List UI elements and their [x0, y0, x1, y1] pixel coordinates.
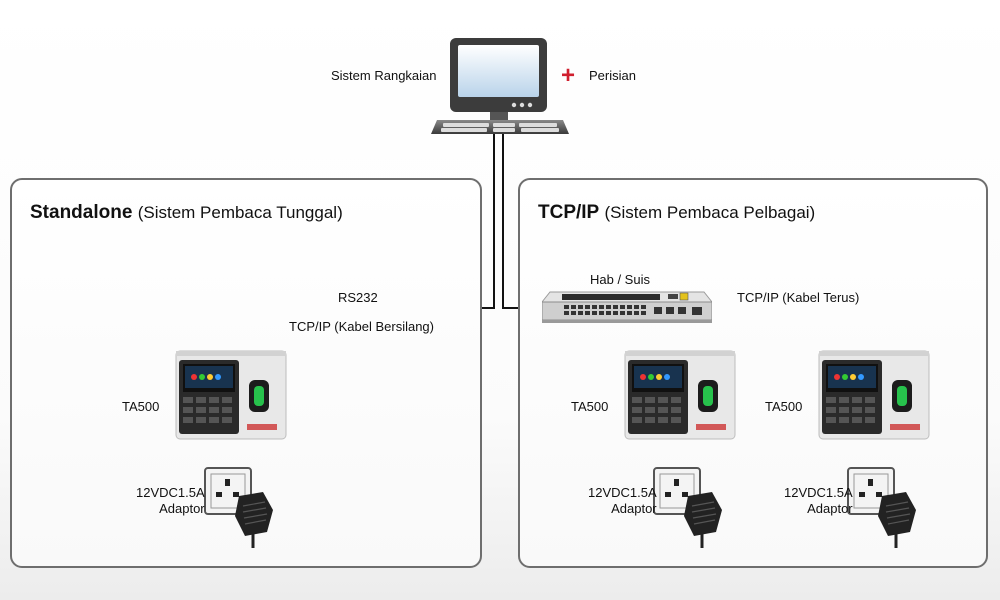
- device-label-tcpip-1: TA500: [571, 399, 609, 414]
- tcpip-title-bold: TCP/IP: [538, 202, 600, 223]
- adaptor-spec: 12VDC1.5A: [136, 485, 205, 500]
- device-label-tcpip-2: TA500: [765, 399, 803, 414]
- power-adaptor-icon: [653, 467, 722, 548]
- software-label: Perisian: [589, 68, 636, 83]
- tcpip-title-sub: (Sistem Pembaca Pelbagai): [604, 203, 816, 222]
- system-network-label: Sistem Rangkaian: [331, 68, 437, 83]
- standalone-title-sub: (Sistem Pembaca Tunggal): [137, 203, 343, 222]
- adaptor-word: Adaptor: [611, 501, 657, 516]
- adaptor-word: Adaptor: [807, 501, 853, 516]
- adaptor-label-standalone: 12VDC1.5A Adaptor: [136, 485, 205, 517]
- adaptor-label-tcpip-2: 12VDC1.5A Adaptor: [784, 485, 853, 517]
- ta500-device-icon: [624, 350, 736, 440]
- tcpip-title: TCP/IP (Sistem Pembaca Pelbagai): [538, 202, 815, 224]
- standalone-title-bold: Standalone: [30, 202, 133, 223]
- adaptor-label-tcpip-1: 12VDC1.5A Adaptor: [588, 485, 657, 517]
- adaptor-spec: 12VDC1.5A: [588, 485, 657, 500]
- power-adaptor-icon: [847, 467, 916, 548]
- plus-icon: +: [561, 62, 576, 89]
- ta500-device-icon: [175, 350, 287, 440]
- ta500-device-icon: [818, 350, 930, 440]
- hub-label: Hab / Suis: [590, 272, 650, 287]
- network-switch-icon: [542, 291, 712, 323]
- computer-icon: [431, 38, 569, 134]
- adaptor-word: Adaptor: [159, 501, 205, 516]
- device-label-standalone: TA500: [122, 399, 160, 414]
- adaptor-spec: 12VDC1.5A: [784, 485, 853, 500]
- cross-cable-label: TCP/IP (Kabel Bersilang): [289, 319, 434, 334]
- power-adaptor-icon: [204, 467, 273, 548]
- rs232-label: RS232: [338, 290, 378, 305]
- straight-cable-label: TCP/IP (Kabel Terus): [737, 290, 860, 305]
- standalone-title: Standalone (Sistem Pembaca Tunggal): [30, 202, 343, 224]
